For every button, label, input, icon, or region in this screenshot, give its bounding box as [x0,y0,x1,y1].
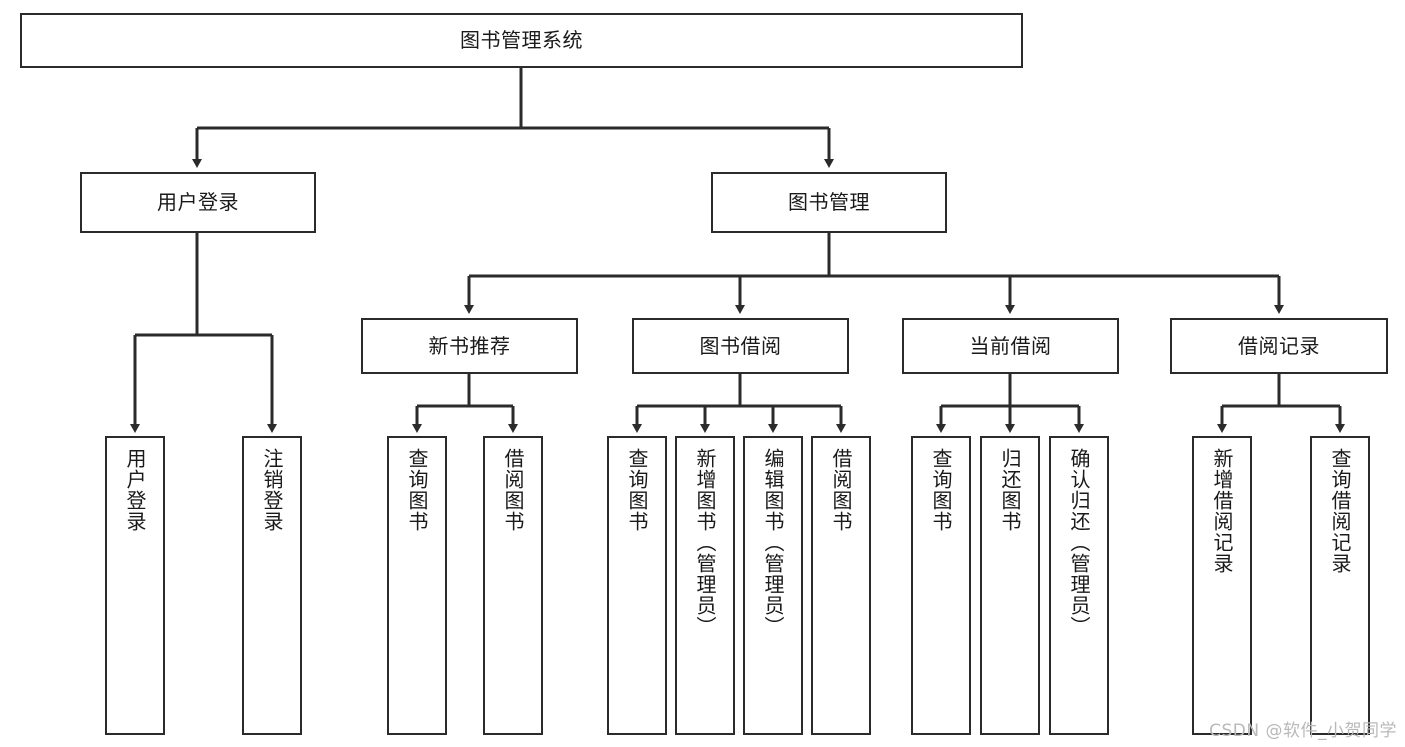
node-leaf-return-book[interactable]: 归还图书 [980,436,1040,735]
node-user-login[interactable]: 用户登录 [80,172,316,233]
node-label: 编辑图书（管理员） [761,448,785,637]
node-leaf-query-borrow-record[interactable]: 查询借阅记录 [1310,436,1370,735]
node-leaf-edit-book-admin[interactable]: 编辑图书（管理员） [743,436,803,735]
node-new-book-recommendation[interactable]: 新书推荐 [361,318,578,374]
node-label: 图书借阅 [699,333,782,358]
node-leaf-logout[interactable]: 注销登录 [242,436,302,735]
node-label: 归还图书 [998,448,1022,532]
node-label: 借阅图书 [829,448,853,532]
node-leaf-query-book-current[interactable]: 查询图书 [911,436,971,735]
node-label: 借阅图书 [501,448,525,532]
node-label: 新书推荐 [428,333,511,358]
node-leaf-query-book-borrow[interactable]: 查询图书 [607,436,667,735]
node-book-borrow[interactable]: 图书借阅 [632,318,849,374]
node-label: 用户登录 [123,448,147,532]
node-leaf-add-borrow-record[interactable]: 新增借阅记录 [1192,436,1252,735]
node-label: 当前借阅 [969,333,1052,358]
node-leaf-borrow-book-newbook[interactable]: 借阅图书 [483,436,543,735]
node-label: 借阅记录 [1238,333,1320,358]
node-book-management[interactable]: 图书管理 [711,172,947,233]
node-label: 查询图书 [929,448,953,532]
node-root-book-management-system[interactable]: 图书管理系统 [20,13,1023,68]
node-label: 图书管理系统 [460,28,583,52]
node-label: 查询图书 [625,448,649,532]
node-current-borrow[interactable]: 当前借阅 [902,318,1119,374]
node-label: 新增图书（管理员） [693,448,717,637]
node-label: 用户登录 [157,190,239,214]
node-leaf-user-login[interactable]: 用户登录 [105,436,165,735]
node-label: 查询借阅记录 [1328,448,1352,574]
node-leaf-borrow-book[interactable]: 借阅图书 [811,436,871,735]
node-label: 新增借阅记录 [1210,448,1234,574]
node-label: 图书管理 [788,190,870,214]
node-label: 查询图书 [405,448,429,532]
node-leaf-confirm-return-admin[interactable]: 确认归还（管理员） [1049,436,1109,735]
node-label: 确认归还（管理员） [1067,448,1091,637]
node-leaf-query-book-newbook[interactable]: 查询图书 [387,436,447,735]
node-label: 注销登录 [260,448,284,532]
node-borrow-record[interactable]: 借阅记录 [1170,318,1388,374]
node-leaf-add-book-admin[interactable]: 新增图书（管理员） [675,436,735,735]
